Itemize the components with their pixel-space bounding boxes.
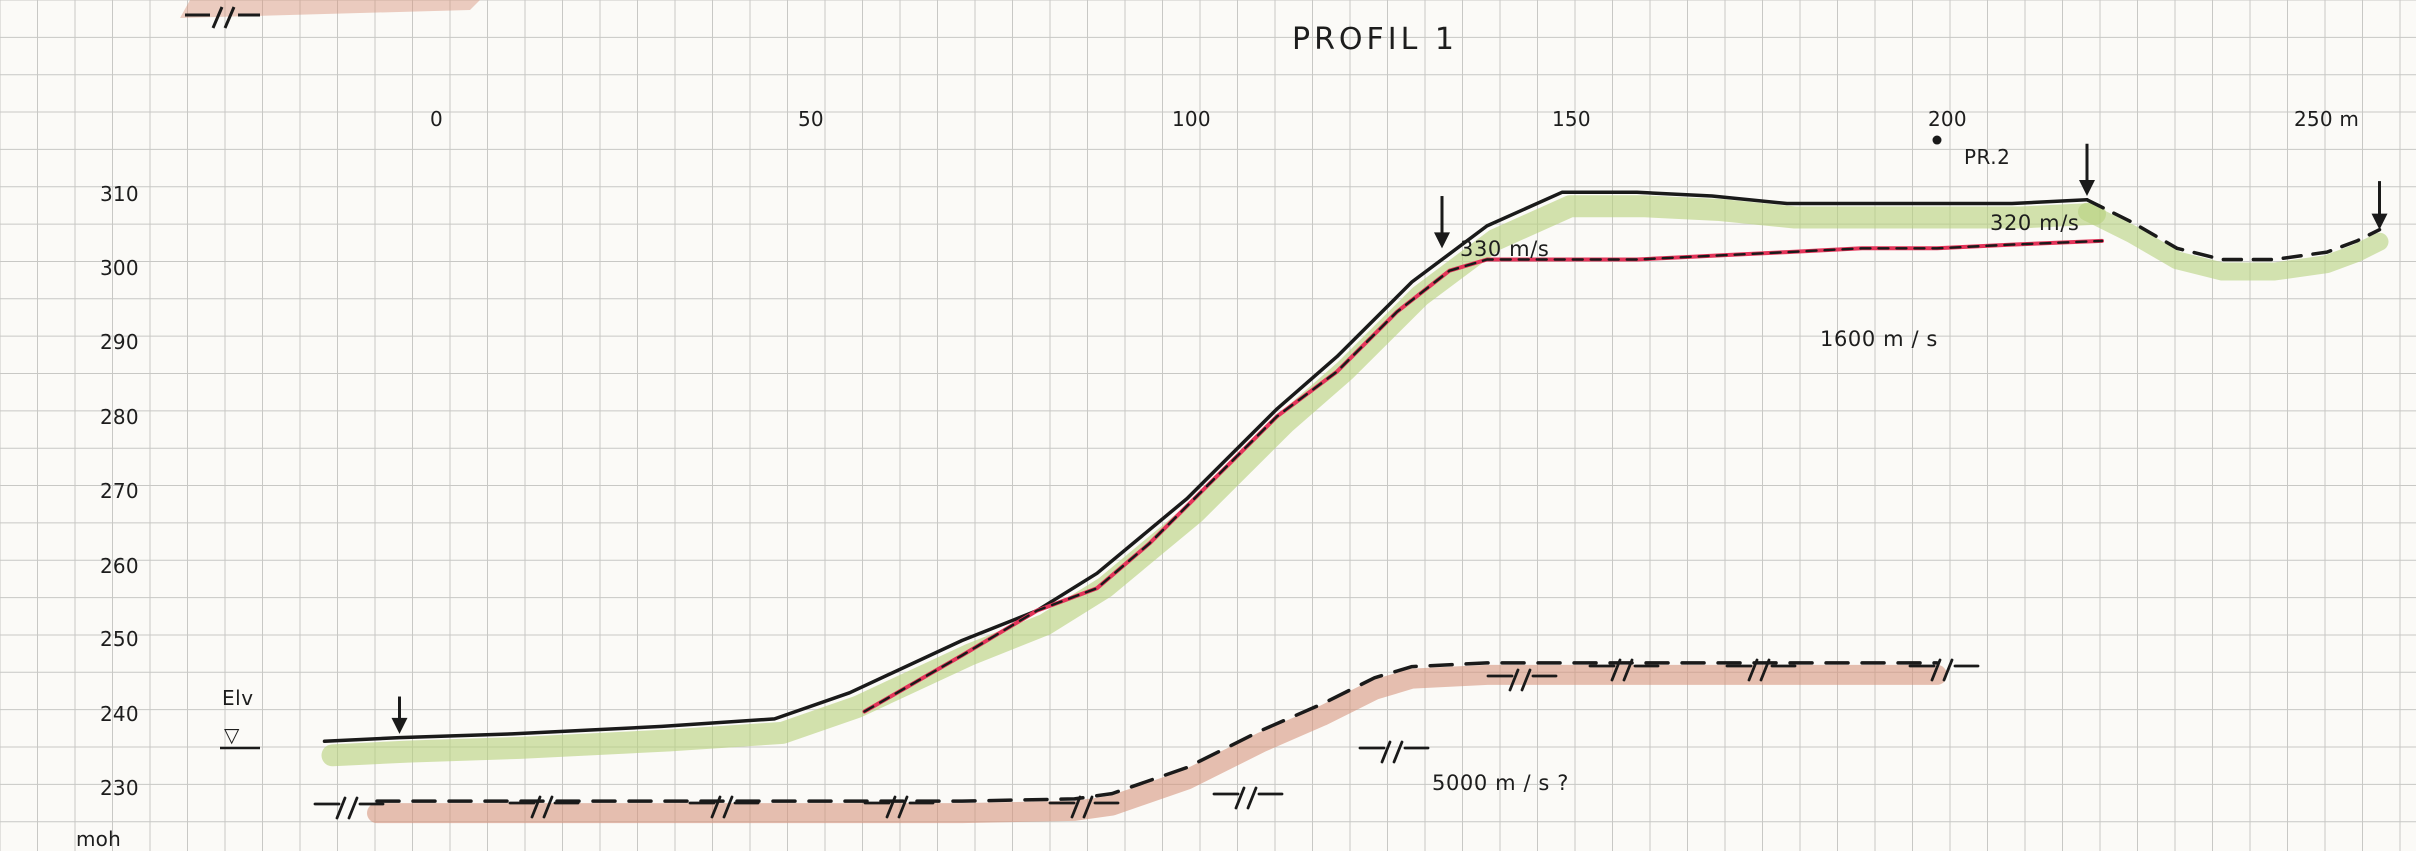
bedrock-hatch-stroke [1082, 795, 1094, 819]
bedrock-hatch-stroke [1759, 658, 1771, 682]
x-tick-label-150: 150 [1552, 107, 1591, 131]
point-labels: Elv PR.2 ▽ [222, 145, 2010, 747]
pr2-label: PR.2 [1964, 145, 2010, 169]
profile-point-marker-1 [1932, 135, 1942, 145]
bedrock-hatch-mark [1048, 795, 1120, 819]
bedrock-hatch-stroke [1070, 795, 1082, 819]
y-tick-label-290: 290 [100, 330, 139, 354]
ground-surface-dashed-line [2085, 198, 2382, 262]
bedrock-hatch-stroke [530, 795, 542, 819]
y-tick-label-270: 270 [100, 479, 139, 503]
bedrock-hatch-stroke [1610, 658, 1622, 682]
y-tick-label-300: 300 [100, 256, 139, 280]
velocity-label-5000: 5000 m / s ? [1432, 771, 1569, 795]
bedrock-hatch-stroke [1930, 658, 1942, 682]
bedrock-hatch-stroke [710, 795, 722, 819]
bedrock-hatch-stroke [1234, 786, 1246, 810]
shot-point-arrow-head-1 [391, 717, 408, 734]
bedrock-hatch-stroke [885, 795, 897, 819]
x-tick-label-0: 0 [430, 107, 443, 131]
bedrock-hatch-mark [508, 795, 580, 819]
bedrock-hatch-stroke [1747, 658, 1759, 682]
bedrock-hatch-stroke [1520, 668, 1532, 692]
bedrock-hatch-stroke [1392, 740, 1404, 764]
y-axis-labels: 310 300 290 280 270 260 250 240 230 moh [76, 182, 139, 851]
bedrock-hatch-mark [1486, 668, 1558, 692]
water-level-symbol: ▽ [224, 723, 240, 747]
marker-layer [220, 135, 2388, 820]
top-left-decoration [180, 0, 480, 29]
ground-surface-line [322, 190, 2089, 744]
velocity-label-330: 330 m/s [1460, 237, 1549, 261]
x-tick-label-200: 200 [1928, 107, 1967, 131]
bedrock-hatch-stroke [1622, 658, 1634, 682]
line-layer [322, 190, 2382, 803]
velocity-label-1600: 1600 m / s [1820, 327, 1938, 351]
shot-point-arrow-head-2 [1434, 232, 1450, 249]
y-tick-label-310: 310 [100, 182, 139, 206]
top-left-hatch [185, 6, 260, 29]
bedrock-hatch-mark [1358, 740, 1430, 764]
chart-title: PROFIL 1 [1292, 22, 1458, 57]
y-tick-label-240: 240 [100, 702, 139, 726]
bedrock-hatch-mark [688, 795, 760, 819]
bedrock-hatch-stroke [542, 795, 554, 819]
x-tick-label-100: 100 [1172, 107, 1211, 131]
bedrock-hatch-mark [313, 796, 385, 820]
bedrock-hatch-mark [863, 795, 935, 819]
bedrock-hatch-stroke [897, 795, 909, 819]
y-tick-label-260: 260 [100, 554, 139, 578]
y-tick-label-250: 250 [100, 627, 139, 651]
x-tick-label-250: 250 m [2294, 107, 2359, 131]
bedrock-hatch-mark [1725, 658, 1797, 682]
bedrock-hatch-stroke [335, 796, 347, 820]
bedrock-shadow [367, 664, 1947, 824]
x-tick-label-50: 50 [798, 107, 824, 131]
y-axis-unit-label: moh [76, 827, 121, 851]
ground-surface-shadow [321, 195, 2106, 767]
velocity-label-320: 320 m/s [1990, 211, 2079, 235]
bedrock-hatch-stroke [1246, 786, 1258, 810]
bedrock-hatch-mark [1588, 658, 1660, 682]
bedrock-hatch-stroke [1508, 668, 1520, 692]
y-tick-label-230: 230 [100, 776, 139, 800]
ground-surface-dashed-shadow [2078, 202, 2389, 281]
shadow-layer [321, 195, 2389, 824]
refractor-line-dashed [863, 239, 2104, 713]
bedrock-hatch-stroke [1380, 740, 1392, 764]
x-axis-labels: 0 50 100 150 200 250 m [430, 107, 2359, 131]
shot-point-arrow-head-3 [2079, 180, 2095, 197]
bedrock-hatch-stroke [722, 795, 734, 819]
velocity-labels: 330 m/s 320 m/s 1600 m / s 5000 m / s ? [1432, 211, 2079, 795]
shot-point-arrow-head-4 [2371, 213, 2388, 230]
bedrock-refractor-line [375, 661, 1939, 803]
river-label: Elv [222, 686, 254, 710]
bedrock-hatch-stroke [1942, 658, 1954, 682]
bedrock-hatch-stroke [347, 796, 359, 820]
bedrock-hatch-mark [1212, 786, 1284, 810]
y-tick-label-280: 280 [100, 405, 139, 429]
bedrock-hatch-mark [1908, 658, 1980, 682]
